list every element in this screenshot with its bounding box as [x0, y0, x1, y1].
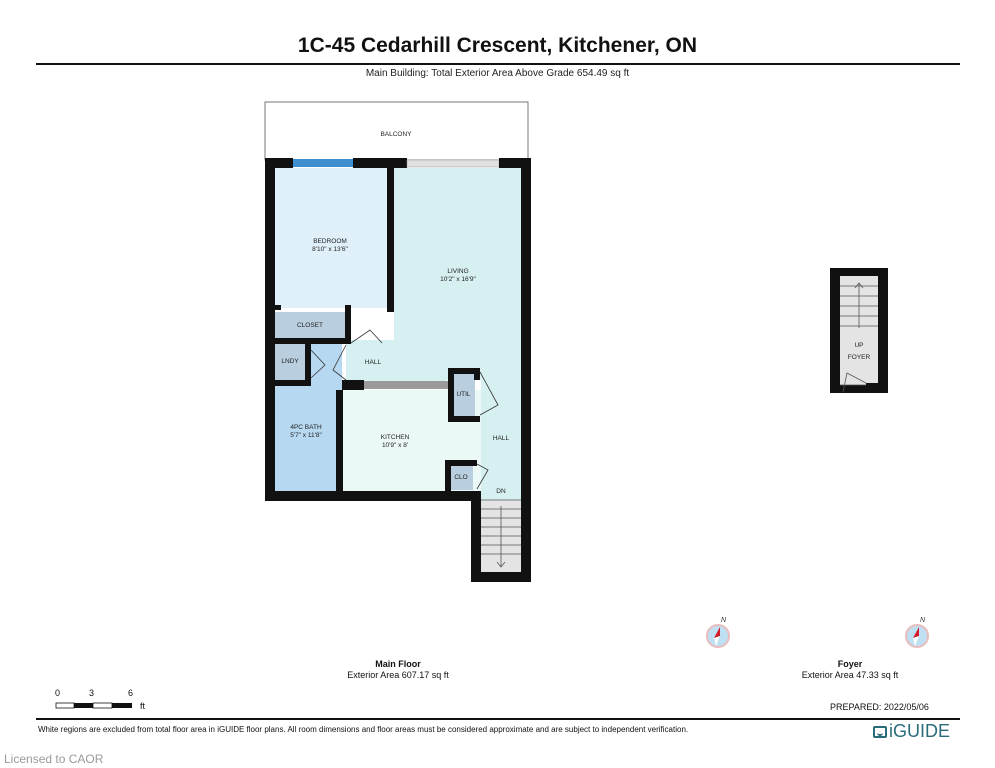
compass-main-n-label: N [721, 617, 727, 624]
footer-divider [36, 718, 960, 720]
balcony-area [264, 101, 529, 161]
scale-tick: 0 [55, 688, 61, 698]
room-dims: 10'2" x 16'9" [440, 276, 476, 283]
kitchen-counter [364, 381, 448, 389]
hall-fill [346, 340, 446, 382]
room-dims: 10'9" x 8' [381, 442, 409, 449]
room-label-clo: CLO [454, 474, 468, 481]
foyer-caption: Foyer Exterior Area 47.33 sq ft [780, 659, 920, 681]
util-fill [452, 372, 475, 416]
iguide-logo-icon [873, 725, 887, 738]
bedroom-window [293, 159, 353, 167]
room-name: BEDROOM [313, 238, 347, 245]
room-label-util: UTIL [456, 391, 471, 398]
room-label-balcony: BALCONY [380, 131, 412, 138]
floor-area: Exterior Area 47.33 sq ft [801, 670, 899, 680]
building-area-summary: Main Building: Total Exterior Area Above… [365, 68, 630, 79]
room-name: 4PC BATH [290, 424, 322, 431]
room-label-hall-right: HALL [492, 435, 510, 442]
license-watermark: Licensed to CAOR [4, 752, 104, 766]
room-label-bedroom: BEDROOM 8'10" x 13'6" [290, 238, 370, 254]
lndy-fill-top [275, 344, 305, 384]
main-floor-caption: Main Floor Exterior Area 607.17 sq ft [318, 659, 478, 681]
compass-foyer-n-label: N [920, 617, 926, 624]
closet-fill [275, 312, 345, 338]
scale-ticks: 0 3 6 [54, 688, 154, 699]
room-label-up: UP [854, 342, 864, 349]
disclaimer-text: White regions are excluded from total fl… [38, 725, 689, 734]
iguide-logo-text: iGUIDE [889, 721, 951, 741]
hall-right-fill [481, 380, 521, 500]
room-label-bath: 4PC BATH 5'7" x 11'8" [276, 424, 336, 440]
room-label-living: LIVING 10'2" x 16'9" [418, 268, 498, 284]
room-label-dn: DN [496, 488, 506, 495]
room-name: LIVING [447, 268, 469, 275]
floor-name: Main Floor [375, 659, 421, 669]
main-floor-walls [265, 158, 531, 582]
header-divider [36, 63, 960, 65]
iguide-logo: iGUIDE [873, 721, 950, 742]
scale-bar: 0 3 6 [54, 688, 154, 699]
clo-fill [449, 464, 473, 490]
scale-bar-graphic [55, 702, 132, 709]
room-label-foyer: FOYER [847, 354, 871, 361]
prepared-date: PREPARED: 2022/05/06 [830, 702, 929, 712]
room-name: KITCHEN [380, 434, 410, 441]
scale-unit: ft [140, 701, 146, 711]
room-dims: 5'7" x 11'8" [290, 432, 322, 439]
room-label-hall: HALL [364, 359, 382, 366]
floor-name: Foyer [837, 659, 863, 669]
room-label-lndy: LNDY [281, 358, 299, 365]
room-label-kitchen: KITCHEN 10'9" x 8' [360, 434, 430, 450]
stairs-down [481, 499, 521, 568]
foyer-walls [830, 268, 888, 393]
bedroom-fill [275, 168, 387, 308]
compass-main-icon [706, 624, 730, 648]
scale-tick: 6 [128, 688, 134, 698]
floor-area: Exterior Area 607.17 sq ft [347, 670, 449, 680]
room-dims: 8'10" x 13'6" [312, 246, 348, 253]
sliding-door [406, 159, 500, 168]
compass-foyer-icon [905, 624, 929, 648]
room-label-closet: CLOSET [296, 322, 323, 329]
scale-tick: 3 [89, 688, 95, 698]
page-title: 1C-45 Cedarhill Crescent, Kitchener, ON [297, 34, 698, 57]
